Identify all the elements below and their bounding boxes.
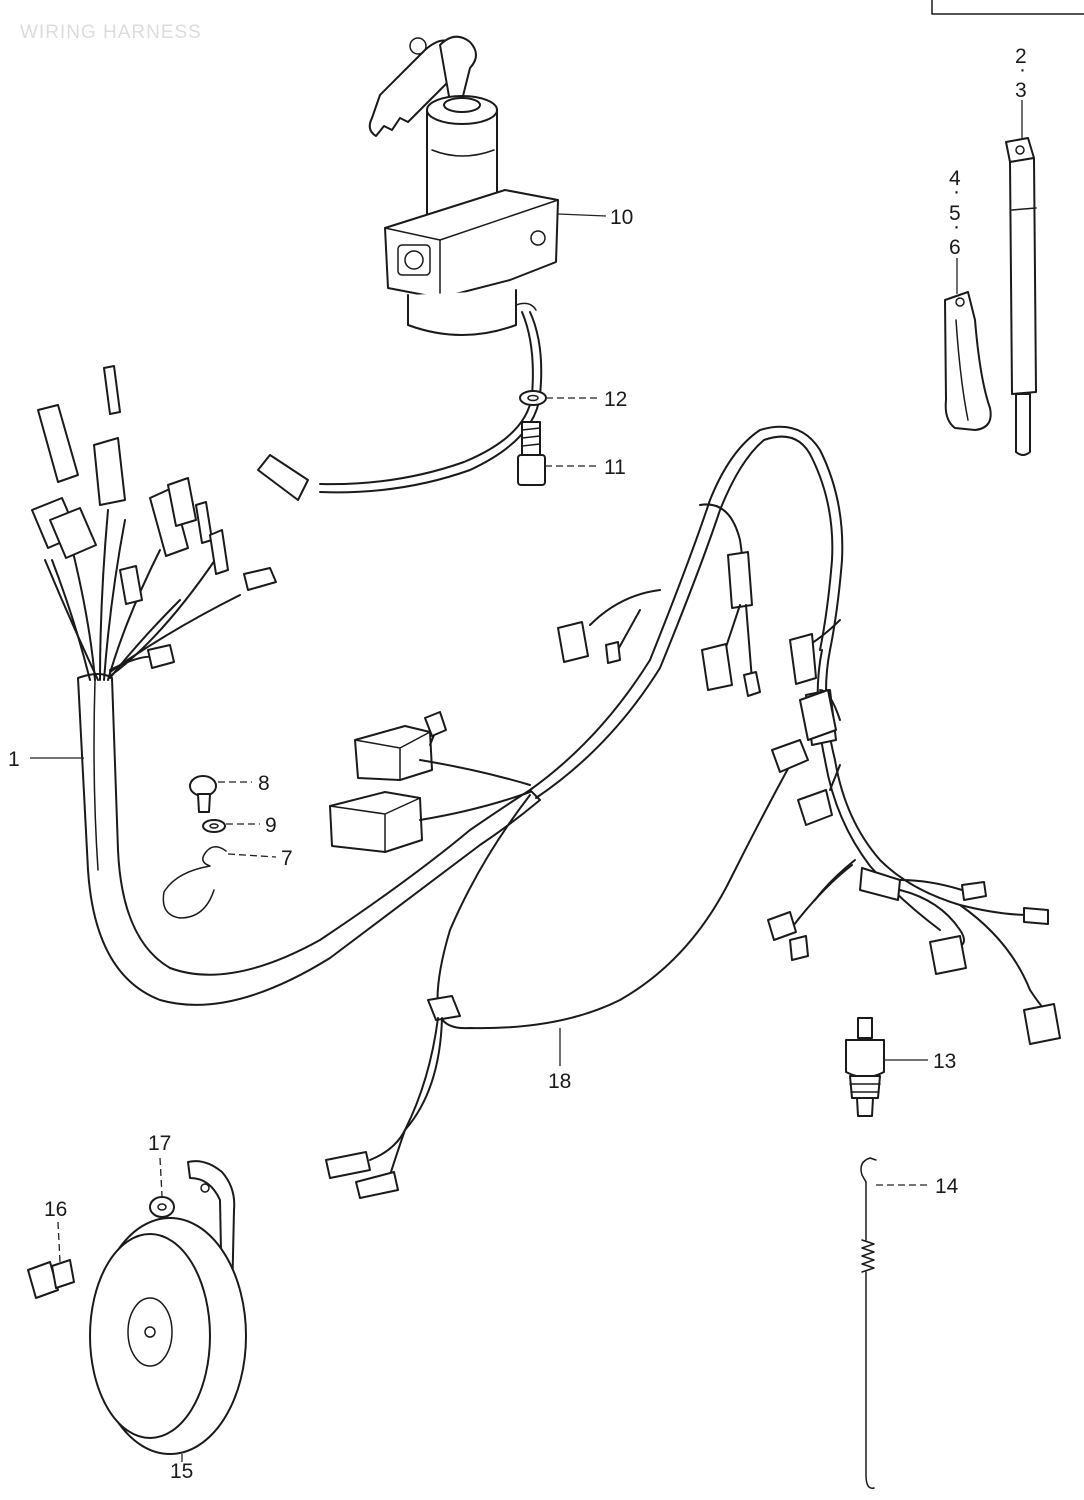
connector-block [557,621,589,663]
connector-block [167,477,197,527]
wire-clamp-7 [162,846,227,919]
ignition-switch-lead [319,311,543,494]
callout-8: 8 [258,772,270,795]
callout-2: 2 [1015,45,1027,68]
callout-17: 17 [148,1132,171,1155]
connector-block [37,404,79,483]
callout-4: 4 [949,167,961,190]
frame-corner [931,0,1084,15]
screw-8 [189,775,217,813]
washer-9 [202,819,226,833]
callout-18: 18 [548,1070,571,1093]
callout-5: 5 [949,202,961,225]
bullet-connector [147,644,175,669]
callout-6: 6 [949,236,961,259]
connector-block [929,935,967,975]
ignition-connector [257,454,309,501]
sub-harness [325,689,837,1199]
bullet-connector [743,671,761,697]
connector-block [727,551,753,609]
ignition-switch [368,35,559,336]
callout-9: 9 [265,814,277,837]
connector-block [701,643,733,691]
leader-17 [159,1157,163,1197]
bullet-connector [355,1171,399,1199]
bullet-connector [605,641,621,664]
callout-10: 10 [610,206,633,229]
bullet-connector [767,911,797,941]
connector-block [789,633,817,685]
neutral-switch [845,1017,885,1117]
bullet-connector [961,881,987,901]
bullet-connector [243,567,277,591]
callout-16: 16 [44,1198,67,1221]
diagram-title: WIRING HARNESS [20,22,202,43]
callout-1: 1 [8,748,20,771]
leader-10 [557,213,607,217]
callout-13: 13 [933,1050,956,1073]
callout-15: 15 [170,1460,193,1483]
bullet-connector [797,789,833,826]
brake-light-spring [860,1157,877,1489]
connector-block [149,487,189,557]
bolt-11 [517,421,546,486]
battery-cable [1005,137,1037,456]
bullet-connector [1023,907,1049,925]
horn-bolt-16 [27,1259,75,1299]
battery-lead [944,291,992,431]
connector-block [1023,1003,1061,1045]
svg-text:·: · [1019,58,1026,81]
bullet-connector [103,365,121,415]
leader-7 [227,853,277,858]
leader-16 [57,1221,61,1263]
bullet-connector [325,1151,371,1179]
bullet-connector [424,711,447,737]
washer-12 [519,390,547,406]
bullet-connector [209,529,229,575]
horn-washer-17 [149,1183,210,1218]
connector-block [49,507,97,559]
rectifier-block [354,725,433,781]
callout-3: 3 [1015,79,1027,102]
callout-14: 14 [935,1175,959,1198]
callout-7: 7 [281,847,293,870]
svg-text:·: · [953,215,960,238]
callout-12: 12 [604,388,627,411]
bullet-connector [789,935,809,961]
bullet-connector [119,565,143,605]
svg-text:·: · [953,180,960,203]
key-icon [439,35,477,103]
wiring-harness [31,365,1061,1045]
connector-block [93,437,126,506]
regulator-block [329,791,423,853]
horn [89,1160,247,1455]
callout-11: 11 [604,456,626,479]
